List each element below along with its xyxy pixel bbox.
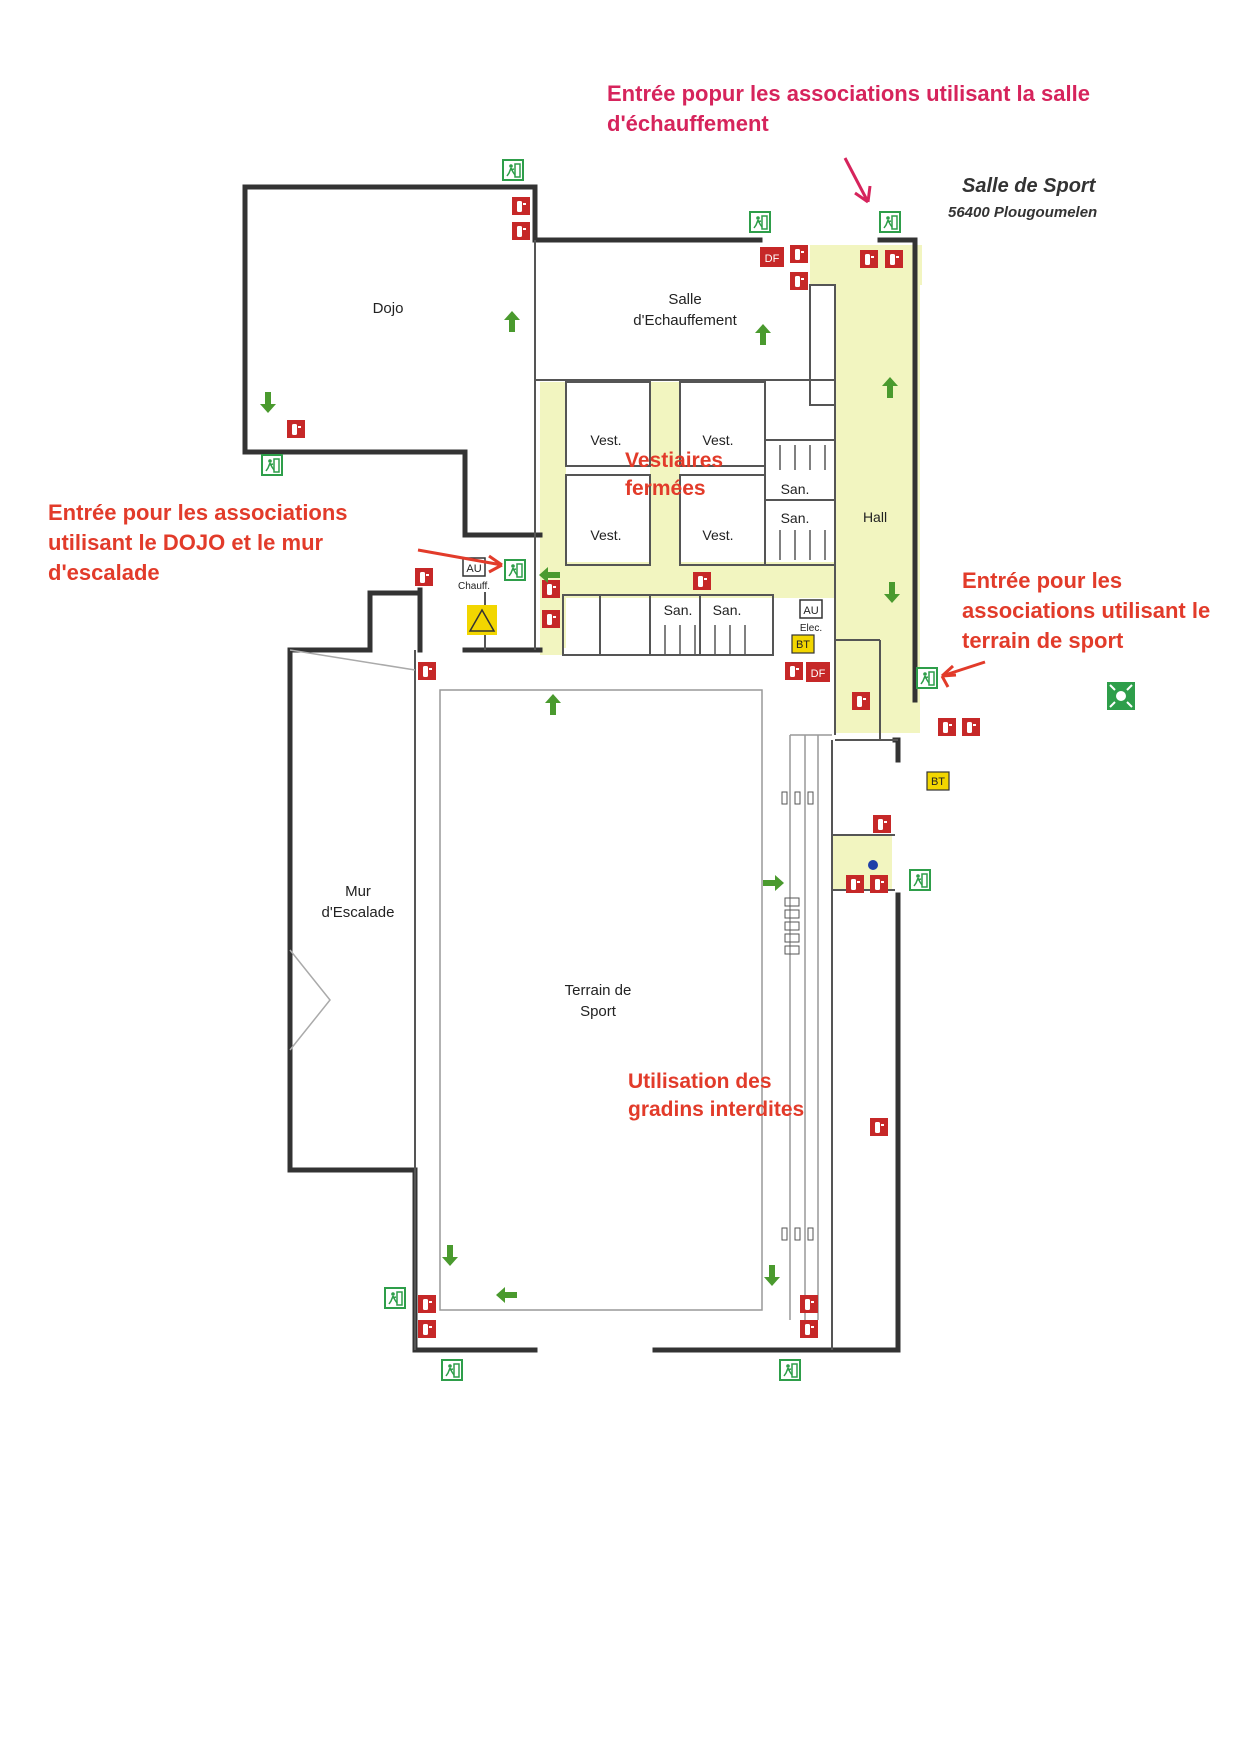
bleacher-marks bbox=[781, 791, 814, 1241]
boiler-label: Chauff. bbox=[458, 581, 490, 592]
annotation-dojo-entrance: Entrée pour les associations utilisant l… bbox=[48, 500, 348, 585]
bench-lines bbox=[649, 445, 826, 655]
electrical-room-box: AU Elec. bbox=[799, 599, 823, 634]
evacuation-arrow-icons bbox=[260, 311, 900, 1303]
room-label-vest-3: Vest. bbox=[590, 527, 621, 543]
location-dot bbox=[868, 860, 878, 870]
annotation-stands-2: gradins interdites bbox=[628, 1098, 804, 1121]
room-label-vest-2: Vest. bbox=[702, 432, 733, 448]
room-label-san-1: San. bbox=[781, 481, 810, 497]
df-marker-1: DF bbox=[760, 247, 784, 267]
room-label-warmup-2: d'Echauffement bbox=[633, 312, 737, 329]
room-label-climbing-1: Mur bbox=[345, 883, 371, 900]
building-address: 56400 Plougoumelen bbox=[948, 204, 1098, 221]
room-label-san-4: San. bbox=[713, 602, 742, 618]
hazard-warning-icon bbox=[467, 605, 497, 635]
assembly-point-icon bbox=[1107, 682, 1135, 710]
annotation-arrows bbox=[417, 157, 986, 688]
room-label-dojo: Dojo bbox=[373, 300, 404, 317]
df-marker-2: DF bbox=[806, 662, 830, 682]
bt-box-1: BT bbox=[791, 634, 815, 654]
df-label-1: DF bbox=[765, 253, 780, 265]
annotation-stands-1: Utilisation des bbox=[628, 1070, 772, 1093]
elec-label: Elec. bbox=[800, 623, 822, 634]
df-label-2: DF bbox=[811, 668, 826, 680]
annotation-warmup-entrance: Entrée popur les associations utilisant … bbox=[607, 81, 1090, 136]
room-label-court-2: Sport bbox=[580, 1003, 617, 1020]
building-title: Salle de Sport bbox=[962, 175, 1096, 197]
annotation-court-entrance: Entrée pour les associations utilisant l… bbox=[962, 568, 1211, 653]
bt-label-2: BT bbox=[931, 776, 945, 788]
sports-court bbox=[289, 649, 832, 1320]
corridor-areas bbox=[540, 245, 922, 890]
room-label-vest-4: Vest. bbox=[702, 527, 733, 543]
annotation-changing-rooms-2: fermées bbox=[625, 477, 706, 500]
bt-label-1: BT bbox=[796, 639, 810, 651]
boiler-code: AU bbox=[466, 563, 481, 575]
room-label-san-3: San. bbox=[664, 602, 693, 618]
bt-box-2: BT bbox=[926, 771, 950, 791]
room-label-hall: Hall bbox=[863, 509, 887, 525]
room-label-san-2: San. bbox=[781, 510, 810, 526]
room-label-warmup-1: Salle bbox=[668, 291, 701, 308]
room-label-climbing-2: d'Escalade bbox=[322, 904, 395, 921]
elec-code: AU bbox=[803, 605, 818, 617]
annotation-changing-rooms-1: Vestiaires bbox=[625, 449, 723, 472]
exterior-walls bbox=[242, 184, 918, 1353]
room-label-court-1: Terrain de bbox=[565, 982, 632, 999]
room-label-vest-1: Vest. bbox=[590, 432, 621, 448]
